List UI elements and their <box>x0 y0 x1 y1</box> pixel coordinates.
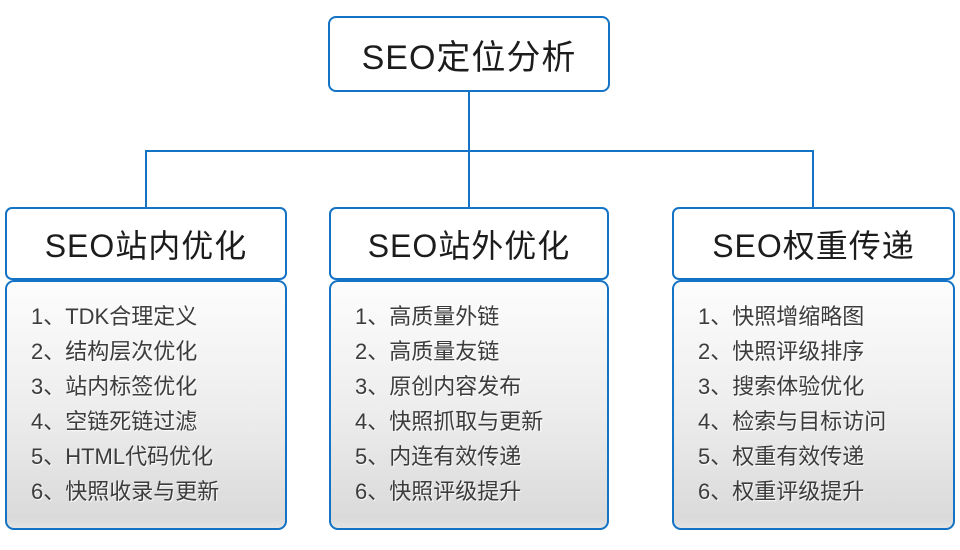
list-item: 5、权重有效传递 <box>698 444 865 469</box>
list-item: 6、快照收录与更新 <box>31 479 220 504</box>
branch-item-panel: 1、快照增缩略图 2、快照评级排序 3、搜索体验优化 4、检索与目标访问 5、权… <box>672 280 955 530</box>
list-item: 2、高质量友链 <box>355 339 500 364</box>
list-item: 4、空链死链过滤 <box>31 409 198 434</box>
branch-title-box: SEO权重传递 <box>672 207 955 280</box>
root-node-label: SEO定位分析 <box>361 38 577 77</box>
branch-title-box: SEO站外优化 <box>329 207 609 280</box>
list-item: 2、快照评级排序 <box>698 339 865 364</box>
list-item: 6、快照评级提升 <box>355 479 522 504</box>
list-item: 4、快照抓取与更新 <box>355 409 544 434</box>
branch-offsite-optimization: SEO站外优化 1、高质量外链 2、高质量友链 3、原创内容发布 4、快照抓取与… <box>329 207 609 530</box>
list-item: 3、搜索体验优化 <box>698 374 865 399</box>
branch-item-panel: 1、TDK合理定义 2、结构层次优化 3、站内标签优化 4、空链死链过滤 5、H… <box>5 280 287 530</box>
branch-title-box: SEO站内优化 <box>5 207 287 280</box>
list-item: 6、权重评级提升 <box>698 479 865 504</box>
root-node: SEO定位分析 <box>328 16 610 92</box>
branch-weight-transfer: SEO权重传递 1、快照增缩略图 2、快照评级排序 3、搜索体验优化 4、检索与… <box>672 207 955 530</box>
list-item: 2、结构层次优化 <box>31 339 198 364</box>
list-item: 1、快照增缩略图 <box>698 304 865 329</box>
list-item: 3、原创内容发布 <box>355 374 522 399</box>
list-item: 4、检索与目标访问 <box>698 409 887 434</box>
list-item: 5、内连有效传递 <box>355 444 522 469</box>
branch-title: SEO站内优化 <box>44 227 248 264</box>
branch-title: SEO权重传递 <box>712 227 915 264</box>
list-item: 3、站内标签优化 <box>31 374 198 399</box>
branch-title: SEO站外优化 <box>367 227 571 264</box>
list-item: 1、高质量外链 <box>355 304 500 329</box>
branch-onsite-optimization: SEO站内优化 1、TDK合理定义 2、结构层次优化 3、站内标签优化 4、空链… <box>5 207 287 530</box>
list-item: 1、TDK合理定义 <box>31 304 198 329</box>
branch-item-panel: 1、高质量外链 2、高质量友链 3、原创内容发布 4、快照抓取与更新 5、内连有… <box>329 280 609 530</box>
list-item: 5、HTML代码优化 <box>31 444 214 469</box>
